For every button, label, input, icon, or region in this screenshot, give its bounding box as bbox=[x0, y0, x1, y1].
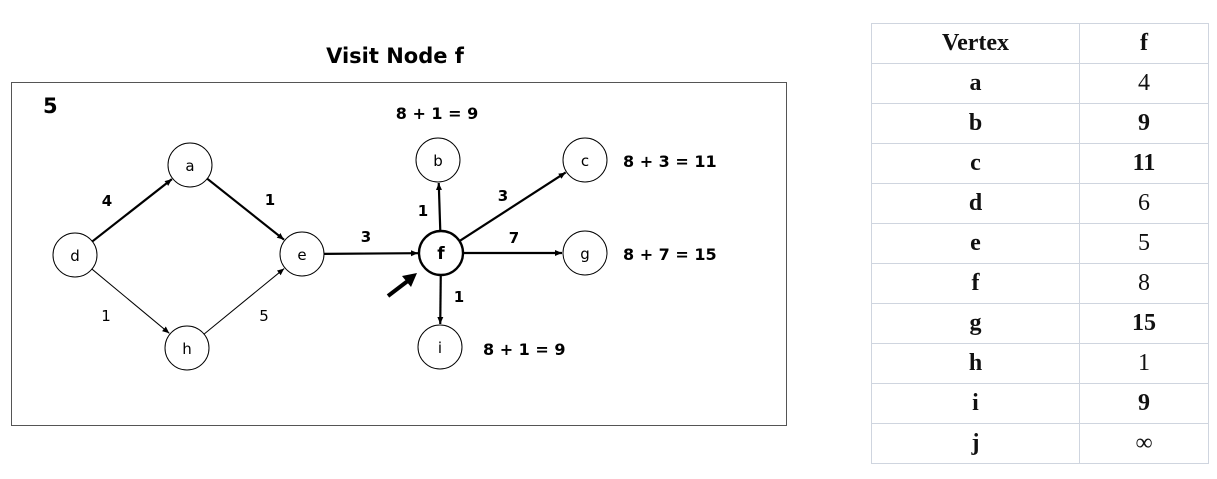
edge-weight-a-e: 1 bbox=[265, 191, 275, 209]
edge-weight-h-e: 5 bbox=[259, 307, 269, 325]
distance-cell-a: 4 bbox=[1079, 63, 1209, 104]
table-row: j∞ bbox=[871, 423, 1209, 464]
node-h-circle bbox=[164, 325, 210, 371]
node-a: a bbox=[167, 142, 213, 188]
node-h-label: h bbox=[182, 340, 192, 358]
vertex-cell-d: d bbox=[871, 183, 1080, 224]
vertex-cell-c: c bbox=[871, 143, 1080, 184]
table-header-row: Vertex f bbox=[871, 23, 1209, 64]
node-h: h bbox=[164, 325, 210, 371]
node-e: e bbox=[279, 231, 325, 277]
node-i-circle bbox=[417, 324, 463, 370]
edge-weight-f-c: 3 bbox=[498, 187, 508, 205]
node-f-circle bbox=[417, 229, 465, 277]
vertex-cell-b: b bbox=[871, 103, 1080, 144]
distance-cell-j: ∞ bbox=[1079, 423, 1209, 464]
vertex-cell-i: i bbox=[871, 383, 1080, 424]
step-number: 5 bbox=[43, 94, 58, 118]
node-c-label: c bbox=[581, 152, 589, 170]
node-e-circle bbox=[279, 231, 325, 277]
distance-calc-i: 8 + 1 = 9 bbox=[483, 340, 566, 359]
edge-d-h bbox=[91, 268, 170, 334]
current-node-pointer-icon bbox=[386, 273, 417, 298]
edge-weight-f-b: 1 bbox=[418, 202, 428, 220]
distance-cell-e: 5 bbox=[1079, 223, 1209, 264]
distance-cell-b: 9 bbox=[1079, 103, 1209, 144]
node-i: i bbox=[417, 324, 463, 370]
diagram-title: Visit Node f bbox=[326, 44, 464, 68]
edge-weight-f-g: 7 bbox=[509, 229, 519, 247]
distance-calc-g: 8 + 7 = 15 bbox=[623, 245, 717, 264]
distance-cell-c: 11 bbox=[1079, 143, 1209, 184]
node-f: f bbox=[417, 229, 465, 277]
edge-h-e bbox=[203, 268, 285, 335]
edge-weight-f-i: 1 bbox=[454, 288, 464, 306]
node-i-label: i bbox=[438, 339, 442, 357]
vertex-cell-h: h bbox=[871, 343, 1080, 384]
table-header-vertex: Vertex bbox=[871, 23, 1080, 64]
node-d: d bbox=[52, 232, 98, 278]
edge-weight-e-f: 3 bbox=[361, 228, 371, 246]
distance-calc-b: 8 + 1 = 9 bbox=[396, 104, 479, 123]
node-b-circle bbox=[415, 137, 461, 183]
edge-f-c bbox=[458, 171, 567, 242]
edge-e-f bbox=[323, 250, 419, 257]
edge-weight-d-h: 1 bbox=[101, 307, 111, 325]
node-g-label: g bbox=[580, 245, 590, 263]
node-f-label: f bbox=[437, 244, 445, 264]
node-g: g bbox=[562, 230, 608, 276]
node-e-label: e bbox=[297, 246, 306, 264]
edge-f-b bbox=[435, 182, 442, 232]
vertex-cell-a: a bbox=[871, 63, 1080, 104]
distance-cell-i: 9 bbox=[1079, 383, 1209, 424]
distance-calc-c: 8 + 3 = 11 bbox=[623, 152, 717, 171]
distance-cell-d: 6 bbox=[1079, 183, 1209, 224]
node-b-label: b bbox=[433, 152, 443, 170]
vertex-cell-j: j bbox=[871, 423, 1080, 464]
distance-cell-h: 1 bbox=[1079, 343, 1209, 384]
node-a-circle bbox=[167, 142, 213, 188]
distance-cell-f: 8 bbox=[1079, 263, 1209, 304]
node-g-circle bbox=[562, 230, 608, 276]
graph-frame bbox=[11, 82, 787, 426]
node-d-label: d bbox=[70, 247, 80, 265]
edge-a-e bbox=[206, 177, 285, 241]
node-d-circle bbox=[52, 232, 98, 278]
edge-d-a bbox=[91, 178, 173, 243]
table-header-current: f bbox=[1079, 23, 1209, 64]
vertex-cell-g: g bbox=[871, 303, 1080, 344]
edge-f-i bbox=[437, 274, 444, 325]
distance-cell-g: 15 bbox=[1079, 303, 1209, 344]
edge-weight-d-a: 4 bbox=[102, 192, 112, 210]
node-b: b bbox=[415, 137, 461, 183]
node-c: c bbox=[562, 137, 608, 183]
vertex-cell-e: e bbox=[871, 223, 1080, 264]
node-c-circle bbox=[562, 137, 608, 183]
vertex-cell-f: f bbox=[871, 263, 1080, 304]
node-a-label: a bbox=[185, 157, 194, 175]
